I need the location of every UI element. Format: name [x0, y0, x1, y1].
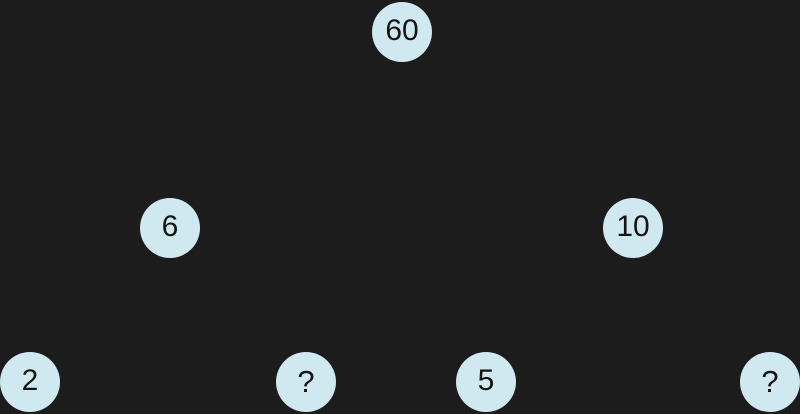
node-2[interactable]: 2 — [0, 352, 60, 412]
node-value-label: 5 — [477, 364, 495, 397]
node-6[interactable]: 6 — [140, 198, 200, 258]
node-value-label: 6 — [161, 210, 179, 243]
node-10[interactable]: 10 — [603, 198, 663, 258]
node-unknown-left[interactable]: ? — [276, 352, 336, 412]
node-unknown-label: ? — [297, 363, 315, 399]
node-value-label: 2 — [21, 364, 39, 397]
node-60[interactable]: 60 — [372, 2, 432, 62]
node-value-label: 60 — [385, 14, 419, 47]
node-unknown-right[interactable]: ? — [740, 352, 800, 412]
node-unknown-label: ? — [761, 363, 779, 399]
node-value-label: 10 — [616, 210, 650, 243]
node-5[interactable]: 5 — [456, 352, 516, 412]
